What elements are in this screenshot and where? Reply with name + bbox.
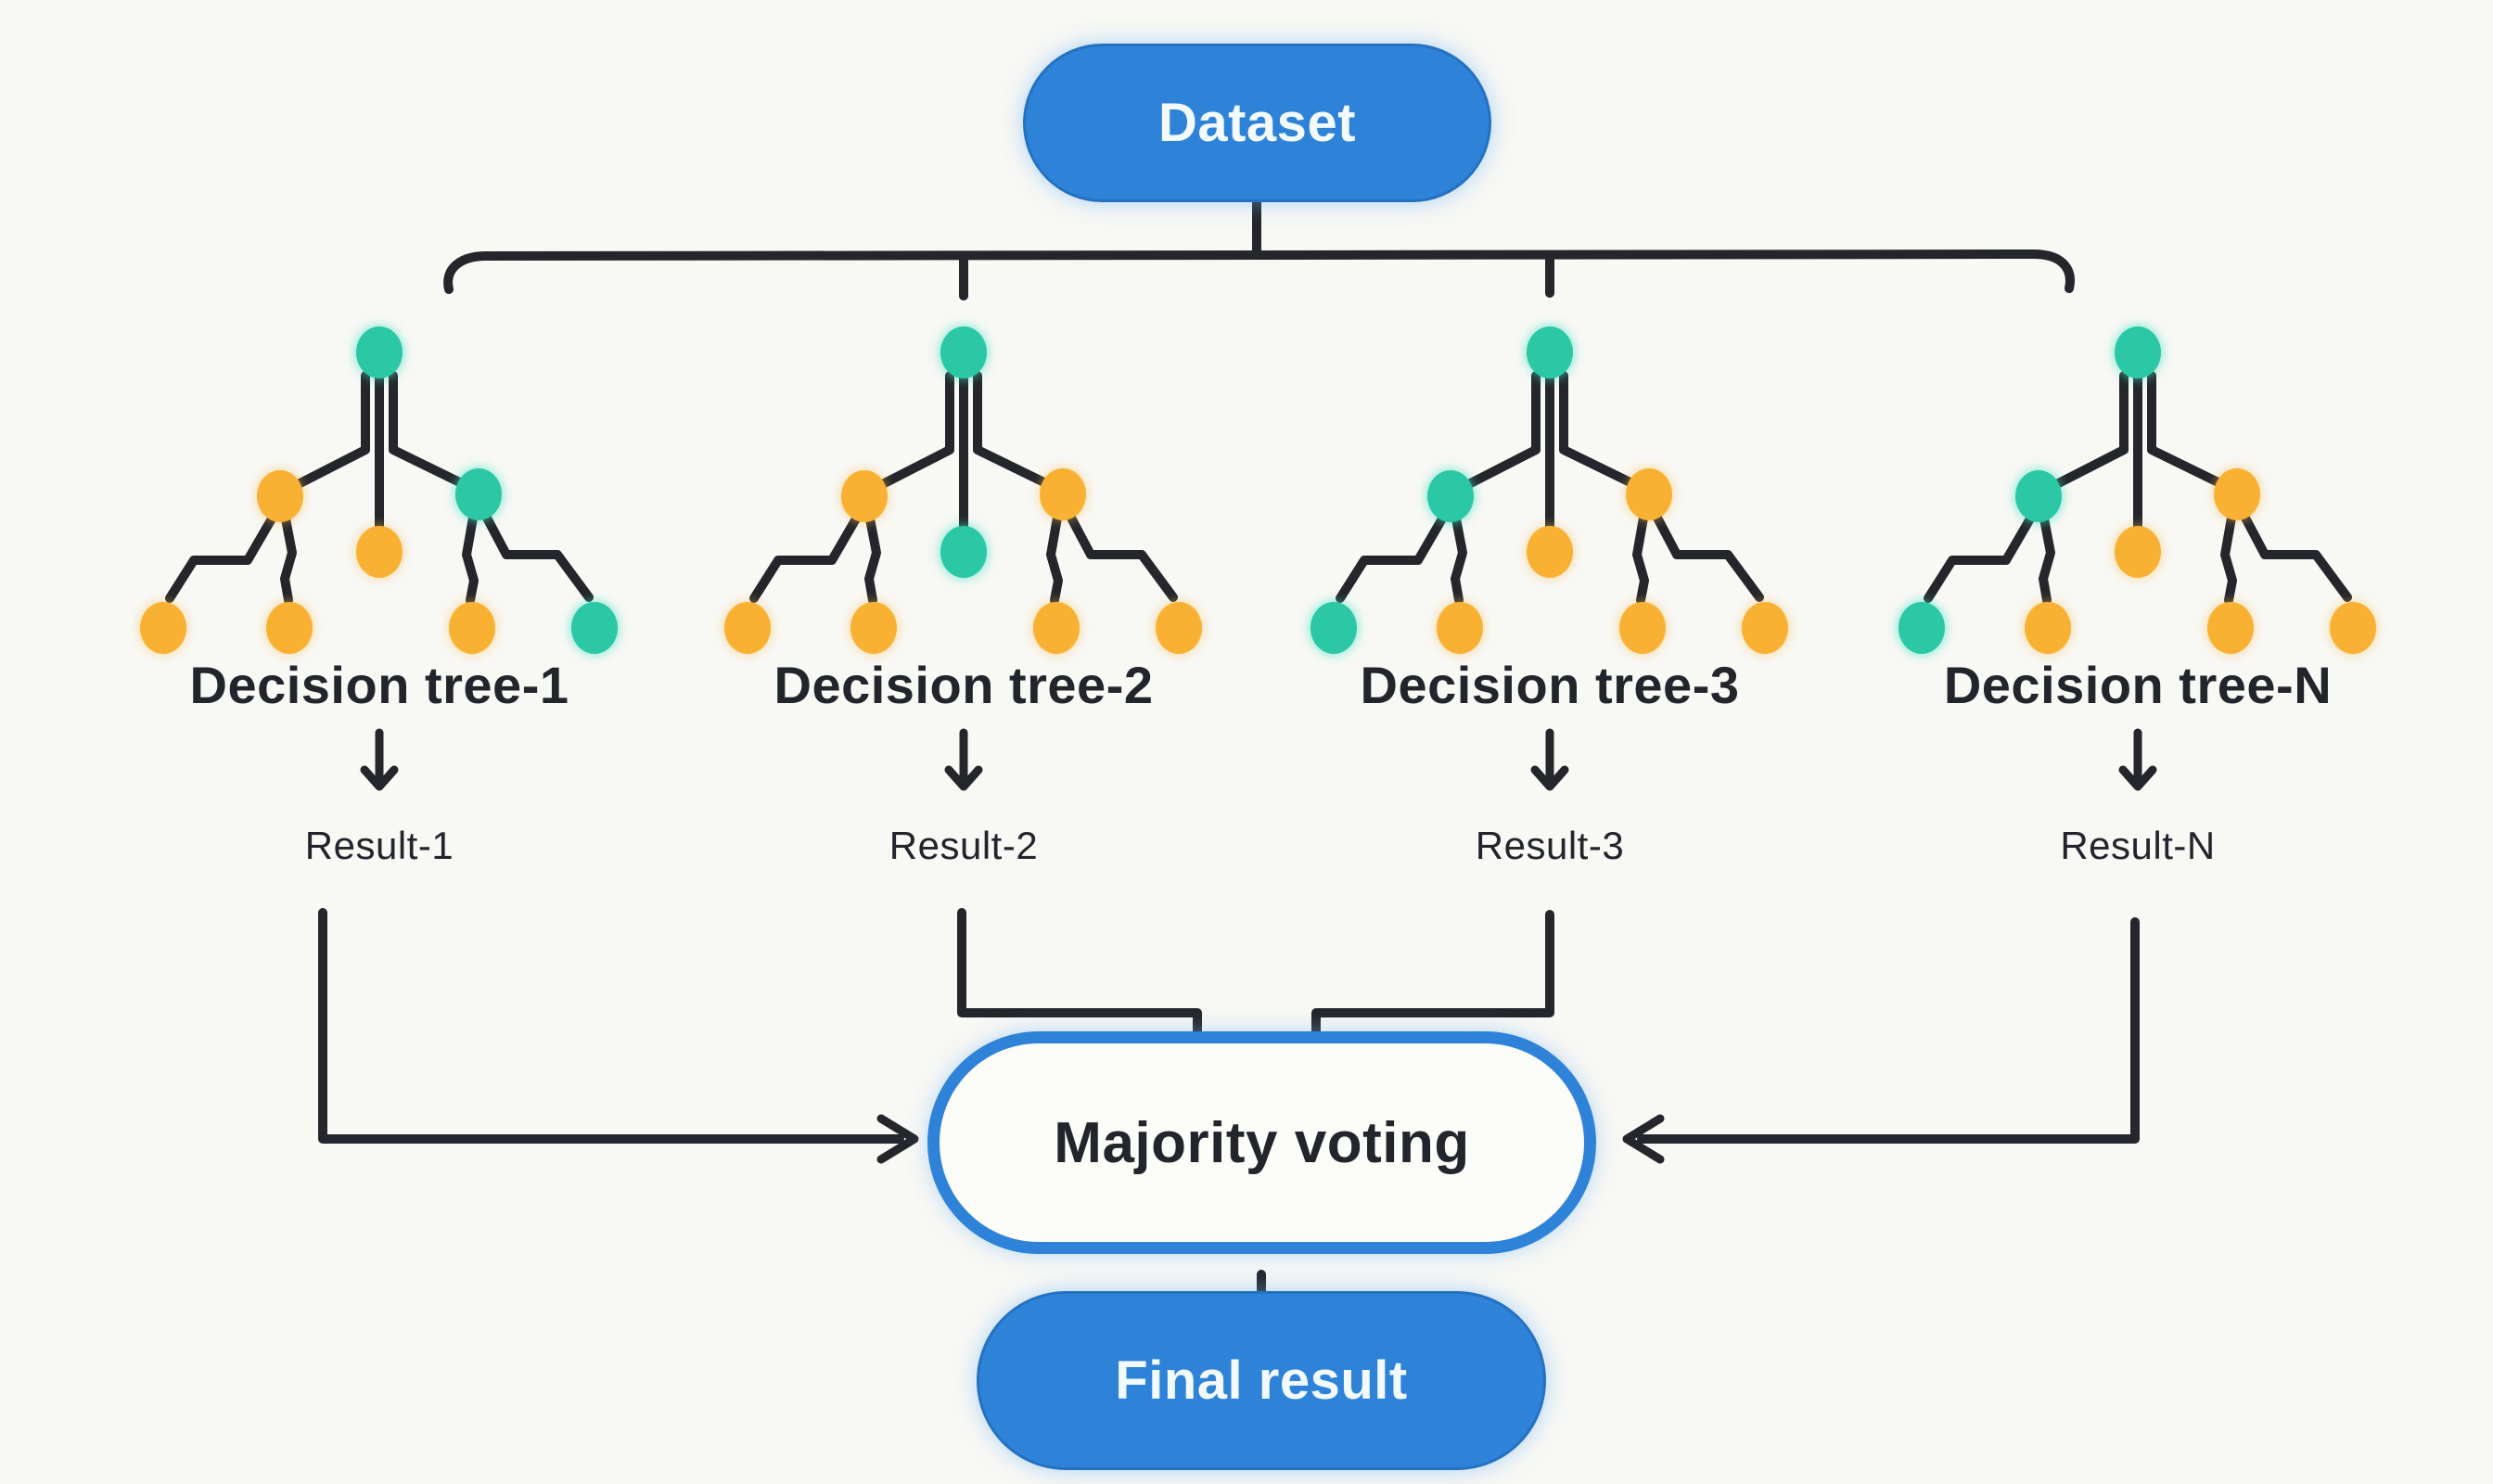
majority-voting-node: Majority voting: [927, 1031, 1596, 1254]
tree-node-left: [2015, 470, 2062, 522]
tree-node-far-left: [724, 602, 771, 654]
dataset-node: Dataset: [1023, 44, 1491, 202]
decision-tree-graphic-1: [140, 326, 618, 654]
tree-node-right: [1626, 468, 1672, 520]
tree-node-far-left: [1310, 602, 1357, 654]
tree-node-left: [1427, 470, 1474, 522]
tree-node-right-inner: [449, 602, 495, 654]
tree-node-left: [841, 470, 888, 522]
final-result-label: Final result: [1115, 1350, 1408, 1411]
result-label-1: Result-1: [304, 824, 454, 867]
tree-node-far-left: [1899, 602, 1945, 654]
down-arrow-icon: [1530, 728, 1569, 791]
tree-node-left-inner: [850, 602, 897, 654]
tree-node-right: [1040, 468, 1086, 520]
decision-tree-graphic-N: [1899, 326, 2376, 654]
tree-node-middle: [1527, 526, 1573, 578]
resultN-to-voting-line: [1637, 917, 2140, 1144]
down-arrow-icon: [944, 728, 983, 791]
tree-node-root: [356, 326, 403, 378]
result-label-3: Result-3: [1475, 824, 1625, 867]
tree-node-middle: [2115, 526, 2161, 578]
decision-tree-graphic-3: [1310, 326, 1788, 654]
left-arrowhead-icon: [1622, 1114, 1665, 1164]
decision-tree-graphic-2: [724, 326, 1202, 654]
result1-to-voting-line: [318, 908, 904, 1144]
right-arrowhead-icon: [876, 1114, 919, 1164]
tree-node-right-inner: [1619, 602, 1666, 654]
result-label-2: Result-2: [889, 824, 1039, 867]
tree-node-left-inner: [1437, 602, 1483, 654]
tree-node-left: [257, 470, 303, 522]
down-arrow-icon: [2118, 728, 2157, 791]
tree-node-middle: [356, 526, 403, 578]
dataset-label: Dataset: [1157, 93, 1357, 153]
tree-label-2: Decision tree-2: [773, 656, 1154, 714]
tree-node-far-right: [2330, 602, 2376, 654]
final-result-node: Final result: [977, 1291, 1546, 1470]
tree-node-left-inner: [266, 602, 313, 654]
tree-label-N: Decision tree-N: [1943, 656, 2333, 714]
result-label-N: Result-N: [2060, 824, 2216, 867]
tree-node-right-inner: [1033, 602, 1080, 654]
tree-node-left-inner: [2025, 602, 2071, 654]
majority-voting-label: Majority voting: [1054, 1110, 1470, 1175]
tree-node-far-right: [571, 602, 618, 654]
tree-node-far-right: [1742, 602, 1788, 654]
tree-node-middle: [940, 526, 987, 578]
tree-node-far-left: [140, 602, 186, 654]
tree-node-right-inner: [2207, 602, 2254, 654]
tree-node-far-right: [1156, 602, 1202, 654]
tree-label-1: Decision tree-1: [189, 656, 569, 714]
tree-node-right: [455, 468, 502, 520]
tree-node-right: [2214, 468, 2260, 520]
tree-node-root: [2115, 326, 2161, 378]
top-brace-line: [443, 249, 2075, 294]
down-arrow-icon: [360, 728, 399, 791]
tree-node-root: [940, 326, 987, 378]
tree-node-root: [1527, 326, 1573, 378]
tree-label-3: Decision tree-3: [1360, 656, 1740, 714]
